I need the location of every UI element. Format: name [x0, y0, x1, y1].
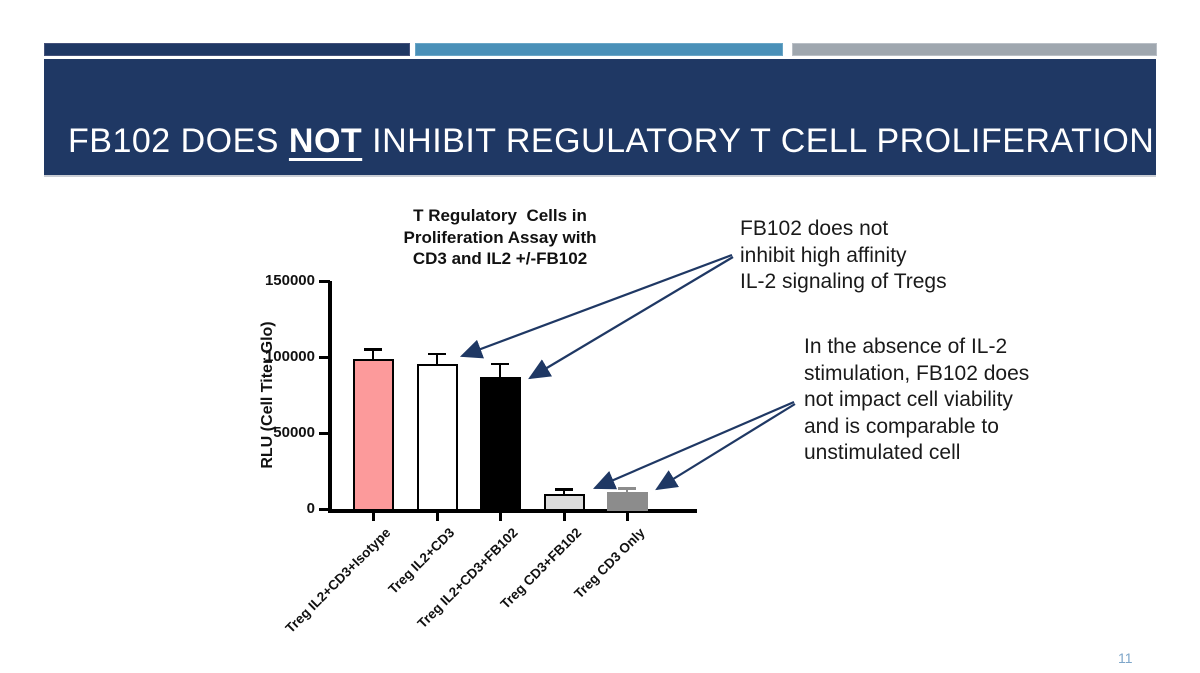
slide-title-band: FB102 DOES NOT INHIBIT REGULATORY T CELL… [44, 59, 1156, 177]
x-tick-mark [498, 513, 502, 521]
data-bar [479, 376, 521, 511]
data-bar [416, 363, 458, 511]
accent-bar-navy [44, 43, 410, 56]
y-axis-label: RLU (Cell Titer Glo) [259, 321, 276, 469]
annotation-line: stimulation, FB102 does [804, 361, 1030, 385]
error-bar-line [435, 353, 439, 365]
annotation-cell-viability: In the absence of IL-2 stimulation, FB10… [804, 334, 1029, 467]
error-bar-line [562, 489, 566, 495]
slide-title: FB102 DOES NOT INHIBIT REGULATORY T CELL… [68, 122, 1154, 161]
error-bar-cap [364, 348, 382, 351]
arrow-to-black-bar [528, 256, 734, 380]
annotation-line: and is comparable to [804, 414, 999, 438]
x-tick-mark [625, 513, 629, 521]
accent-bar-teal [415, 43, 783, 56]
accent-bar-gray [792, 43, 1157, 56]
y-tick-label: 50000 [273, 424, 315, 441]
error-bar-cap [428, 352, 446, 356]
slide-title-pre: FB102 DOES [68, 122, 289, 160]
x-tick-mark [435, 513, 439, 521]
y-tick-label: 0 [306, 500, 315, 517]
page-number: 11 [1118, 650, 1133, 666]
chart-title-line: CD3 and IL2 +/-FB102 [412, 249, 588, 268]
slide-title-emphasis: NOT [288, 122, 363, 160]
x-category-label: Treg IL2+CD3+Isotype [282, 525, 394, 636]
data-bar [543, 493, 585, 511]
x-tick-mark [562, 513, 566, 521]
error-bar-line [498, 363, 502, 378]
arrow-to-gray-bar [655, 403, 796, 491]
annotation-line: unstimulated cell [804, 441, 961, 464]
slide-title-post: INHIBIT REGULATORY T CELL PROLIFERATION [362, 122, 1155, 160]
error-bar-line [371, 349, 375, 360]
y-tick-mark [319, 279, 330, 283]
error-bar-cap [555, 488, 573, 491]
annotation-il2-signaling: FB102 does not inhibit high affinity IL-… [740, 216, 947, 296]
x-tick-mark [371, 513, 375, 521]
y-tick-label: 100000 [264, 348, 315, 365]
annotation-line: IL-2 signaling of Tregs [740, 270, 947, 293]
error-bar-line [625, 488, 629, 494]
y-tick-mark [319, 355, 330, 359]
x-category-label: Treg IL2+CD3 [385, 525, 458, 597]
data-bar [352, 358, 394, 511]
annotation-line: FB102 does not [740, 217, 889, 240]
annotation-line: not impact cell viability [804, 388, 1013, 411]
y-tick-mark [319, 431, 330, 435]
chart-title-line: T Regulatory Cells in [413, 206, 587, 225]
chart-title: T Regulatory Cells in Proliferation Assa… [350, 205, 650, 270]
chart-title-line: Proliferation Assay with [403, 227, 597, 247]
y-axis-line [328, 281, 332, 513]
data-bar [606, 492, 648, 511]
arrow-to-lightgray-bar [592, 400, 795, 490]
y-tick-mark [319, 507, 330, 511]
arrow-to-white-bar [459, 253, 733, 359]
annotation-line: inhibit high affinity [740, 243, 907, 267]
x-axis-line [328, 509, 697, 513]
error-bar-cap [618, 487, 636, 490]
annotation-line: In the absence of IL-2 [804, 335, 1008, 358]
y-tick-label: 150000 [264, 272, 315, 289]
error-bar-cap [491, 362, 509, 366]
